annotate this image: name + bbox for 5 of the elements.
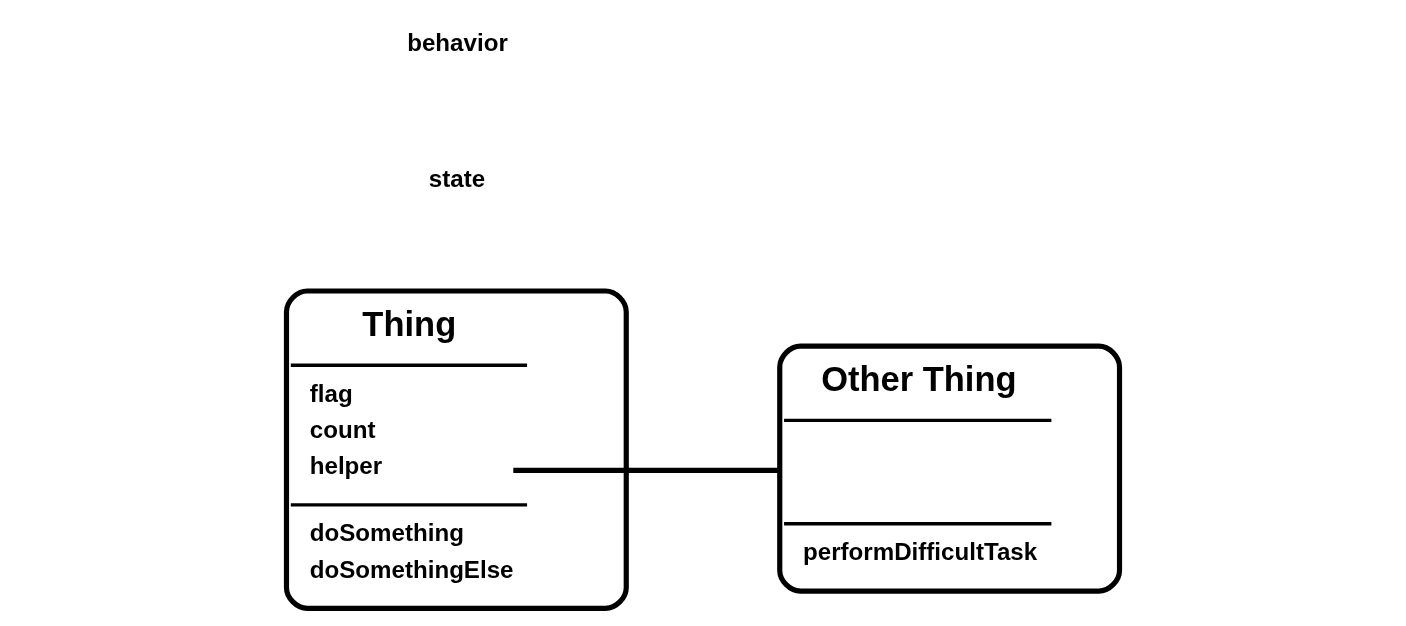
label: behavior [407,28,508,56]
node-box: Other Thing performDifficultTask [777,343,1123,594]
connector [513,467,781,473]
node-box: Thing flag count helper doSomething doSomethingElse [283,288,629,611]
label: state [428,165,486,193]
